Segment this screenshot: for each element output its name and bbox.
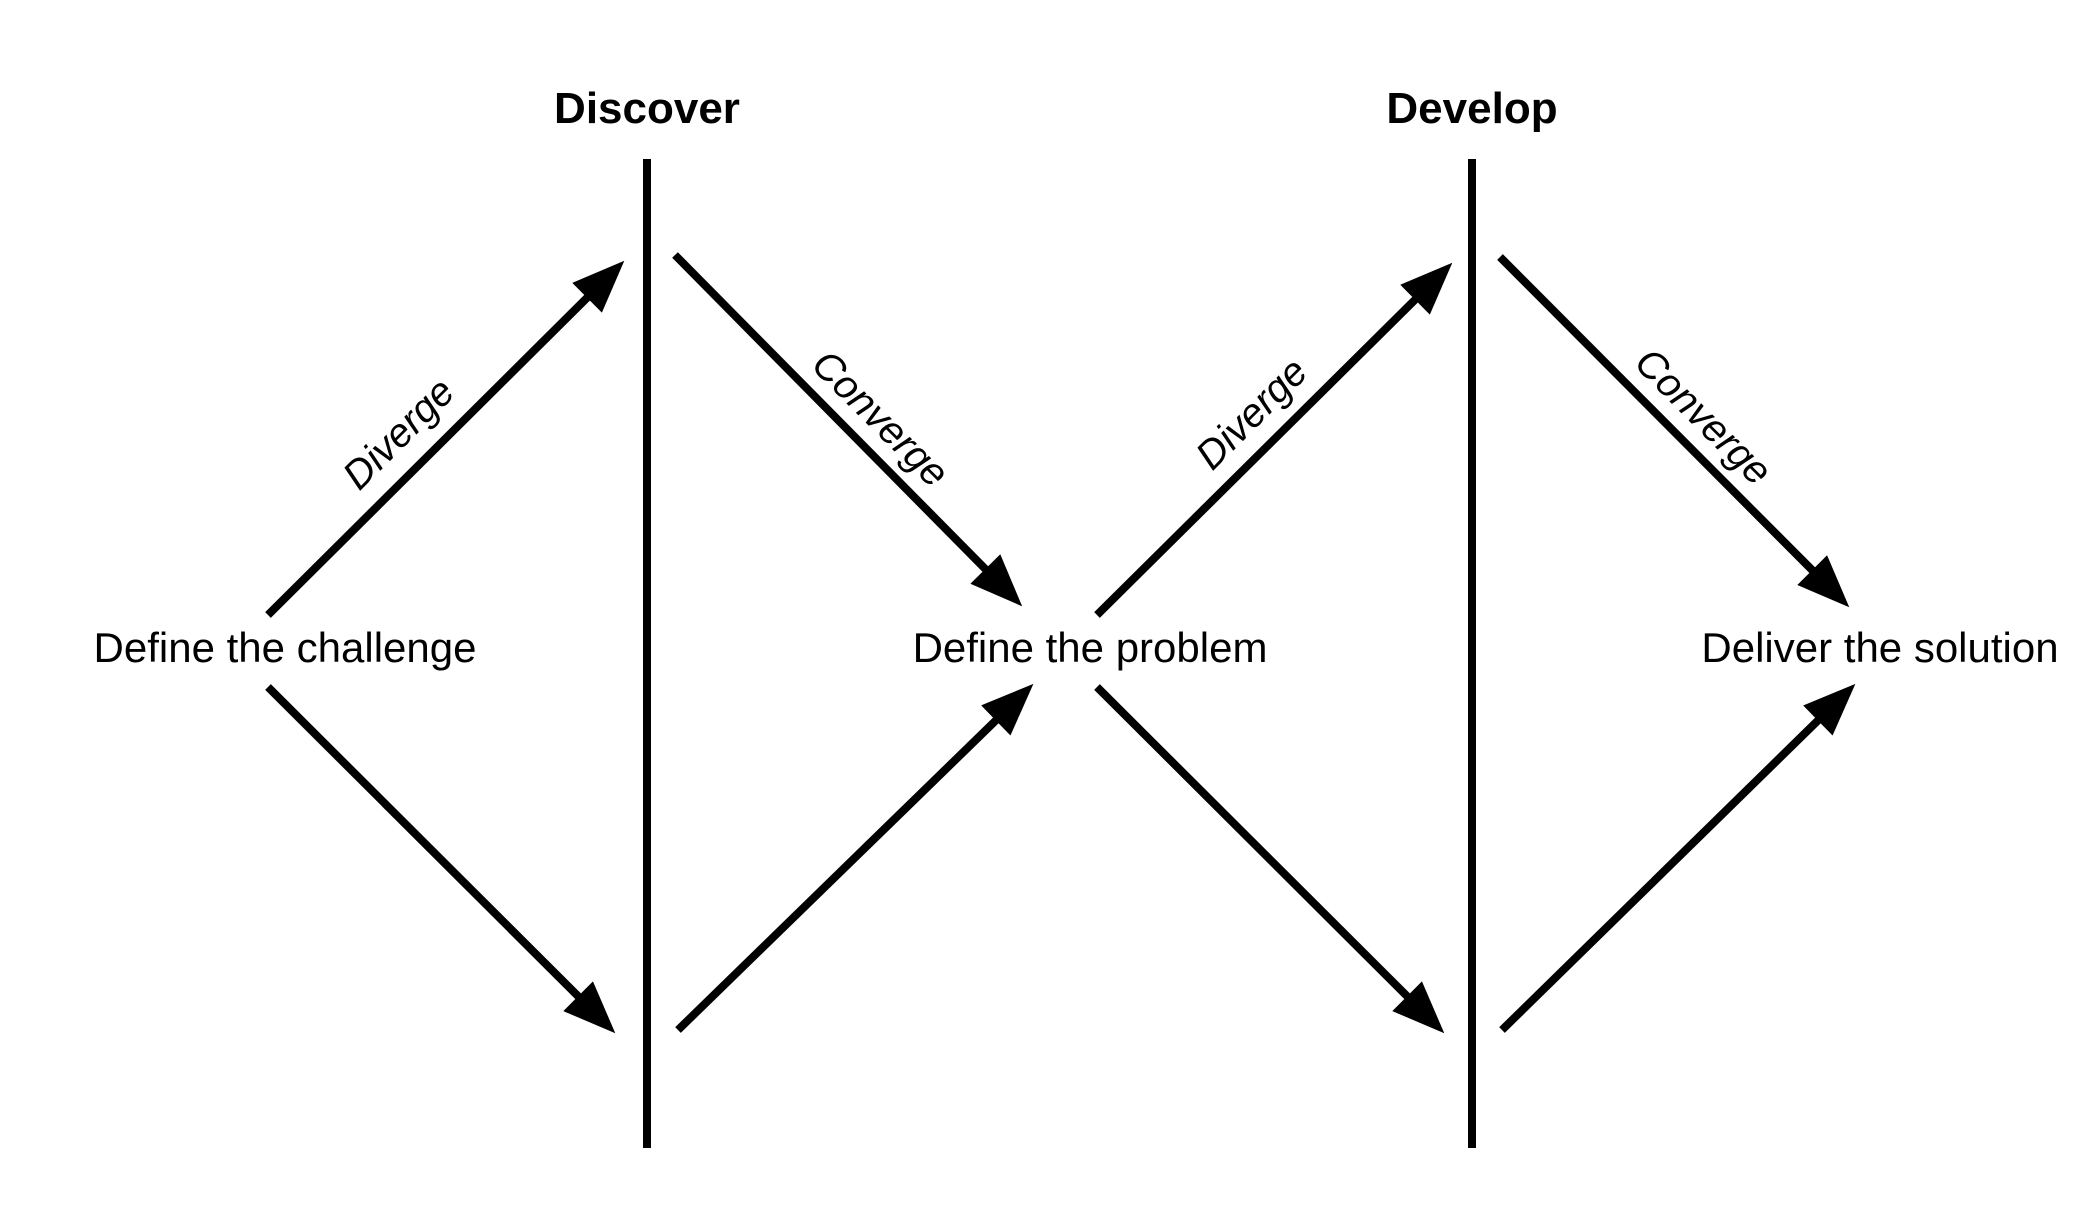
arrow-diverge-bottom-1 <box>265 684 616 1034</box>
phase-title-develop: Develop <box>1386 84 1557 133</box>
arrow-converge-top-1 <box>672 252 1023 607</box>
converge-label-1: Converge <box>803 342 957 496</box>
converge-label-2: Converge <box>1626 340 1780 494</box>
arrow-converge-bottom-2 <box>1499 683 1856 1033</box>
arrow-converge-bottom-1 <box>675 683 1034 1033</box>
phase-title-discover: Discover <box>554 84 740 133</box>
stage-define-challenge: Define the challenge <box>94 624 477 671</box>
arrow-diverge-bottom-2 <box>1094 684 1445 1034</box>
arrow-diverge-top-1 <box>265 260 625 618</box>
arrow-converge-top-2 <box>1497 254 1850 608</box>
diverge-label-1: Diverge <box>335 370 464 499</box>
stage-deliver-solution: Deliver the solution <box>1701 624 2058 671</box>
stage-define-problem: Define the problem <box>913 624 1268 671</box>
arrow-diverge-top-2 <box>1094 262 1453 618</box>
